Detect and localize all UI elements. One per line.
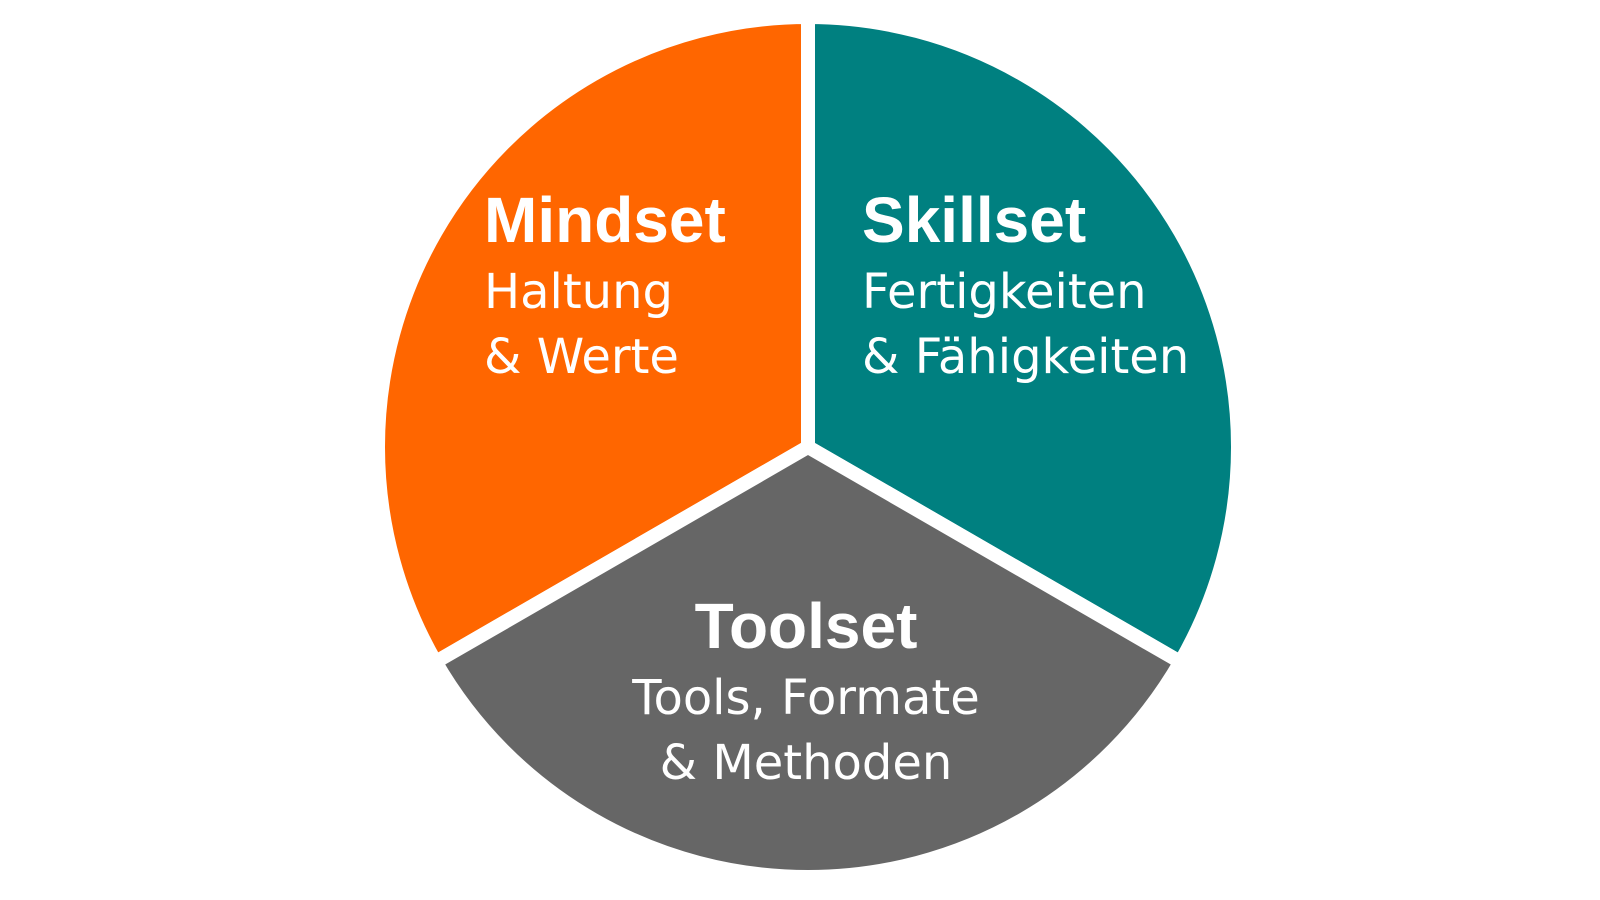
segment-mindset-title: Mindset [484,184,726,256]
segment-toolset-line1: Tools, Formate [631,670,979,726]
segment-skillset-line2: & Fähigkeiten [862,329,1189,385]
segment-toolset-line2: & Methoden [660,735,953,791]
segment-toolset-shape [426,438,1190,884]
segment-mindset-line1: Haltung [484,264,673,320]
segment-skillset-title: Skillset [862,184,1086,256]
segment-mindset-line2: & Werte [484,329,679,385]
segment-mindset-shape [371,9,815,672]
segment-toolset: Toolset Tools, Formate & Methoden [426,438,1190,884]
segment-mindset: Mindset Haltung & Werte [371,9,815,672]
segment-skillset-shape [801,9,1245,672]
segment-skillset-line1: Fertigkeiten [862,264,1147,320]
segment-toolset-title: Toolset [695,590,918,662]
segment-skillset: Skillset Fertigkeiten & Fähigkeiten [801,9,1245,672]
